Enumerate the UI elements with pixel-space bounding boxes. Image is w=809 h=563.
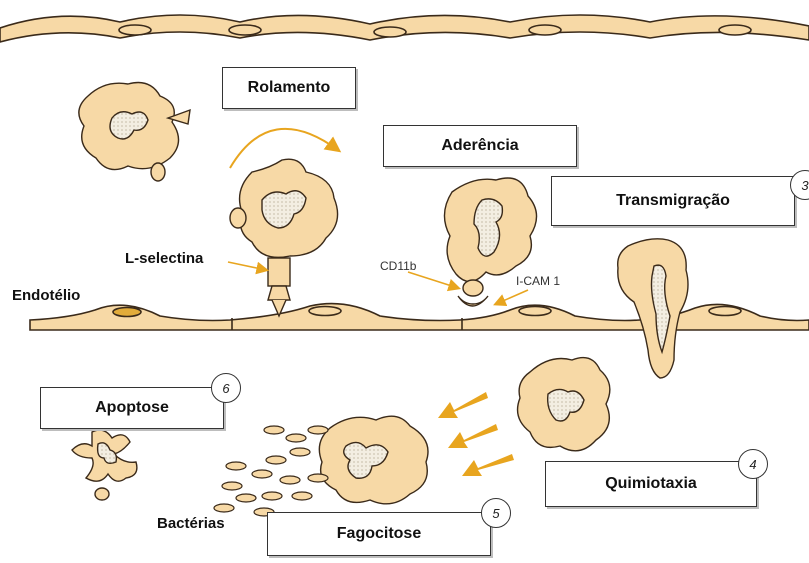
step-label-fagocitose: Fagocitose [337, 525, 421, 543]
step-box-fagocitose: Fagocitose [267, 512, 491, 556]
leukocyte-transmigrating [618, 239, 688, 378]
step-label-rolamento: Rolamento [248, 79, 331, 97]
leukocyte-free [79, 83, 190, 182]
step-box-transmigracao: Transmigração [551, 176, 795, 226]
label-icam: I-CAM 1 [516, 274, 560, 288]
label-endotelio: Endotélio [12, 287, 80, 304]
label-bacterias: Bactérias [157, 515, 225, 532]
cd11b-pointer [408, 272, 458, 288]
step-number-fagocitose: 5 [481, 498, 511, 528]
chemotaxis-arrows [438, 392, 514, 476]
leukocyte-phagocytic [319, 416, 428, 504]
step-box-quimiotaxia: Quimiotaxia [545, 461, 757, 507]
leukocyte-rolling [230, 159, 338, 316]
endothelium-layer [30, 304, 809, 330]
step-number-quimiotaxia: 4 [738, 449, 768, 479]
vessel-wall-top [0, 15, 809, 42]
step-box-rolamento: Rolamento [222, 67, 356, 109]
label-cd11b: CD11b [380, 259, 416, 273]
l-selectina-pointer [228, 262, 266, 270]
step-label-aderencia: Aderência [441, 137, 518, 155]
step-number-apoptose: 6 [211, 373, 241, 403]
leukocyte-chemotaxis [518, 358, 610, 451]
bacteria-group [214, 426, 328, 516]
step-label-quimiotaxia: Quimiotaxia [605, 475, 697, 493]
step-label-transmigracao: Transmigração [616, 192, 730, 210]
step-box-apoptose: Apoptose [40, 387, 224, 429]
icam-pointer [496, 290, 528, 304]
leukocyte-apoptotic [72, 430, 137, 500]
label-l-selectina: L-selectina [125, 250, 203, 267]
step-label-apoptose: Apoptose [95, 399, 169, 417]
step-box-aderencia: Aderência [383, 125, 577, 167]
